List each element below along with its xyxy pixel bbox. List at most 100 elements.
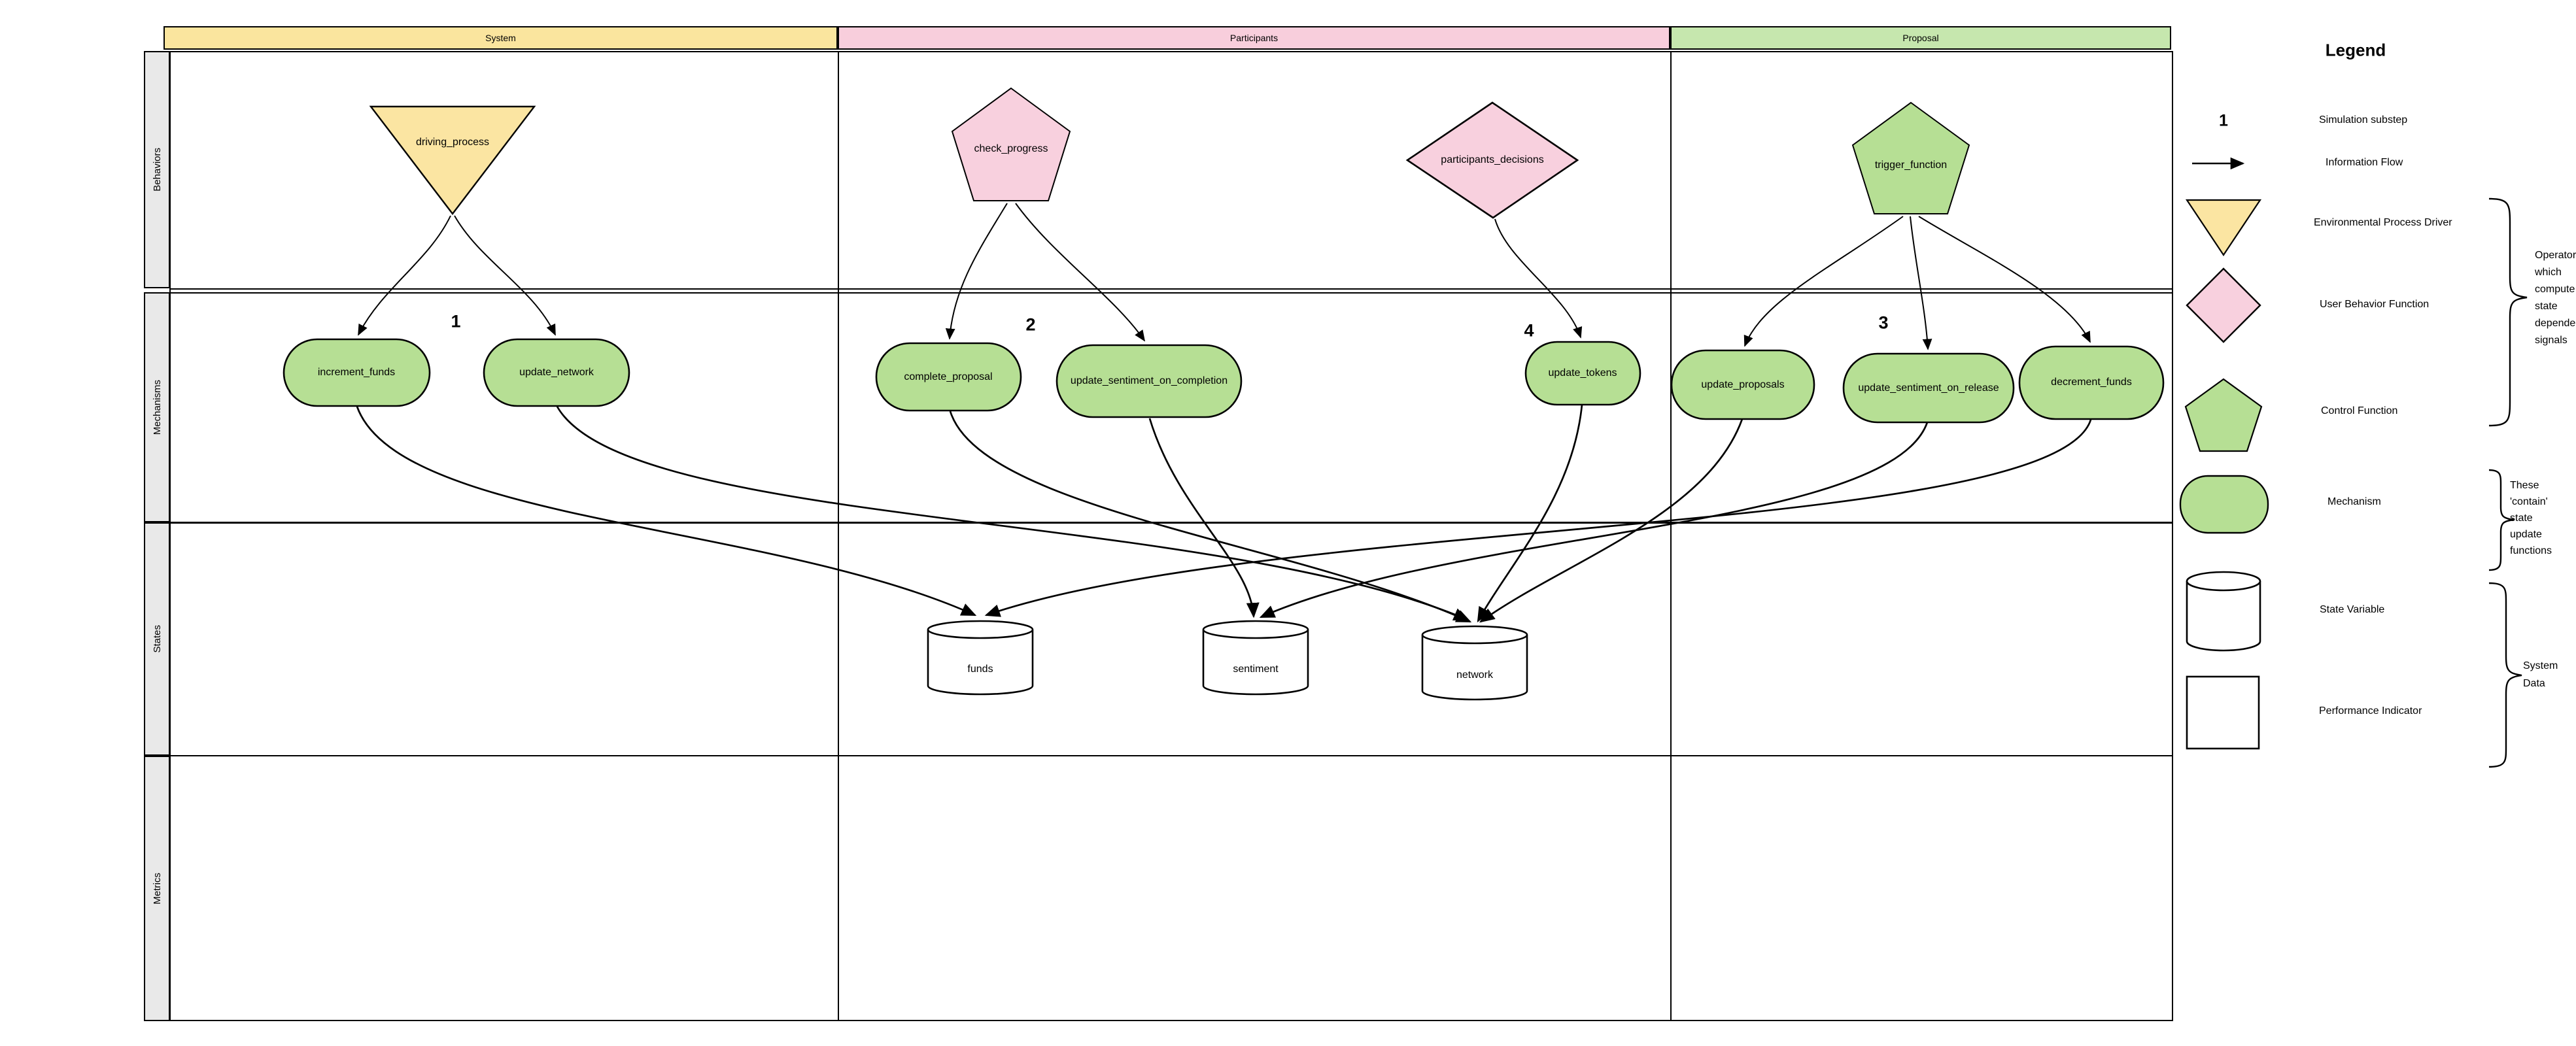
annotation-line: These: [2510, 480, 2539, 491]
information-flow-arrows: [358, 203, 2091, 350]
annotation-line: Operators: [2535, 250, 2576, 261]
edge-update_tokens-to-network: [1477, 404, 1583, 623]
edge-driving_process-to-update_network: [454, 215, 556, 336]
edge-complete_proposal-to-network: [949, 411, 1472, 623]
annotation-line: which: [2535, 267, 2562, 278]
complete-proposal-label: complete_proposal: [904, 371, 993, 382]
decrement-funds-label: decrement_funds: [2051, 377, 2132, 388]
legend-brace-mechanism: [2488, 469, 2515, 571]
trigger-function-pentagon-node[interactable]: [1851, 101, 1970, 214]
legend-item-control-function: Control Function: [2321, 405, 2398, 416]
update-tokens-label: update_tokens: [1548, 367, 1617, 379]
update-sentiment-on-completion-capsule-node[interactable]: [1056, 344, 1243, 418]
driving-process-triangle-node[interactable]: [369, 105, 536, 215]
edge-trigger_function-to-decrement_funds: [1918, 216, 2091, 343]
lane-label-states-text: States: [151, 625, 163, 653]
lane-label-metrics-text: Metrics: [151, 872, 163, 905]
annotation-line: System: [2523, 660, 2558, 671]
update-tokens-capsule-node[interactable]: [1524, 341, 1641, 406]
participants-decisions-label: participants_decisions: [1441, 154, 1544, 165]
legend-brace-functions: [2488, 197, 2528, 427]
edge-trigger_function-to-update_proposals: [1743, 216, 1904, 347]
update-proposals-capsule-node[interactable]: [1670, 349, 1815, 420]
legend-item-simulation-substep: Simulation substep: [2319, 114, 2408, 126]
lane-divider-states-metrics: [169, 755, 2173, 756]
funds-cylinder-node[interactable]: [927, 630, 1034, 696]
annotation-line: Data: [2523, 678, 2545, 689]
funds-cylinder-top: [927, 620, 1034, 639]
annotation-line: signals: [2535, 335, 2567, 346]
annotation-line: update: [2510, 529, 2542, 540]
annotation-line: state: [2535, 301, 2558, 312]
lane-divider-behaviors-mechanisms: [169, 288, 2173, 290]
annotation-line: compute: [2535, 284, 2575, 295]
lane-label-metrics: Metrics: [144, 756, 170, 1021]
lane-divider-mechanisms-states: [169, 522, 2173, 524]
update-sentiment-on-release-label: update_sentiment_on_release: [1858, 382, 1999, 394]
column-header-participants-label: Participants: [1229, 33, 1279, 43]
substep-number-3: 3: [1878, 312, 1889, 333]
sentiment-cylinder-node[interactable]: [1202, 630, 1309, 696]
network-cylinder-top: [1421, 625, 1528, 645]
lane-label-states: States: [144, 522, 170, 756]
legend-item-information-flow: Information Flow: [2326, 157, 2403, 168]
column-divider-participants-proposal: [1670, 51, 1672, 1021]
update-sentiment-on-release-capsule-node[interactable]: [1842, 352, 2015, 424]
network-label: network: [1456, 669, 1494, 681]
legend-annotation-contain-state-update: These 'contain' state update functions: [2510, 477, 2552, 559]
column-header-participants: Participants: [838, 26, 1670, 50]
legend-annotation-operators: Operators which compute state dependent …: [2535, 247, 2576, 349]
legend-user-behavior-function-icon: [2186, 267, 2261, 343]
edge-check_progress-to-update_sentiment_on_completion: [1015, 203, 1146, 342]
lane-label-mechanisms-text: Mechanisms: [151, 379, 163, 435]
sentiment-label: sentiment: [1233, 664, 1279, 675]
column-header-proposal: Proposal: [1670, 26, 2171, 50]
participants-decisions-diamond-node[interactable]: [1405, 101, 1579, 219]
column-header-proposal-label: Proposal: [1902, 33, 1939, 43]
lane-label-mechanisms: Mechanisms: [144, 292, 170, 522]
edge-participants_decisions-to-update_tokens: [1494, 218, 1583, 339]
column-header-system: System: [163, 26, 838, 50]
legend-brace-system-data: [2488, 582, 2522, 768]
lane-label-behaviors-text: Behaviors: [151, 148, 163, 192]
edge-update_network-to-network: [556, 406, 1469, 621]
edge-decrement_funds-to-funds: [984, 419, 2092, 617]
increment-funds-label: increment_funds: [317, 367, 396, 378]
driving-process-label: driving_process: [415, 137, 490, 148]
legend-item-mechanism: Mechanism: [2327, 496, 2381, 507]
update-proposals-label: update_proposals: [1701, 379, 1785, 390]
legend-title: Legend: [2325, 40, 2386, 60]
annotation-line: 'contain': [2510, 496, 2548, 507]
annotation-line: dependent: [2535, 318, 2576, 329]
legend-state-variable-icon: [2186, 581, 2261, 652]
column-divider-system-participants: [838, 51, 839, 1021]
legend-braces: [2488, 197, 2528, 768]
network-cylinder-node[interactable]: [1421, 635, 1528, 701]
decrement-funds-capsule-node[interactable]: [2018, 345, 2165, 420]
legend-item-user-behavior-function: User Behavior Function: [2320, 299, 2430, 310]
edge-update_sentiment_on_completion-to-sentiment: [1148, 418, 1260, 618]
legend-state-variable-icon-top: [2186, 571, 2261, 592]
legend-item-performance-indicator: Performance Indicator: [2319, 705, 2422, 717]
update-network-capsule-node[interactable]: [483, 338, 630, 407]
increment-funds-capsule-node[interactable]: [283, 338, 431, 407]
legend-performance-indicator-icon: [2186, 675, 2260, 750]
funds-label: funds: [967, 664, 993, 675]
trigger-function-label: trigger_function: [1874, 160, 1948, 171]
substep-number-1: 1: [451, 311, 461, 331]
check-progress-label: check_progress: [974, 143, 1048, 154]
column-header-system-label: System: [485, 33, 516, 43]
complete-proposal-capsule-node[interactable]: [875, 342, 1022, 412]
legend-control-function-icon: [2184, 378, 2263, 452]
legend-environmental-process-driver-icon: [2185, 199, 2262, 256]
state-update-arrows: [356, 404, 2092, 623]
check-progress-pentagon-node[interactable]: [951, 87, 1071, 201]
edge-driving_process-to-increment_funds: [358, 215, 451, 336]
lane-label-behaviors: Behaviors: [144, 51, 170, 288]
substep-number-4: 4: [1524, 320, 1534, 341]
sentiment-cylinder-top: [1202, 620, 1309, 639]
update-network-label: update_network: [519, 367, 594, 378]
legend-item-state-variable: State Variable: [2320, 604, 2385, 615]
